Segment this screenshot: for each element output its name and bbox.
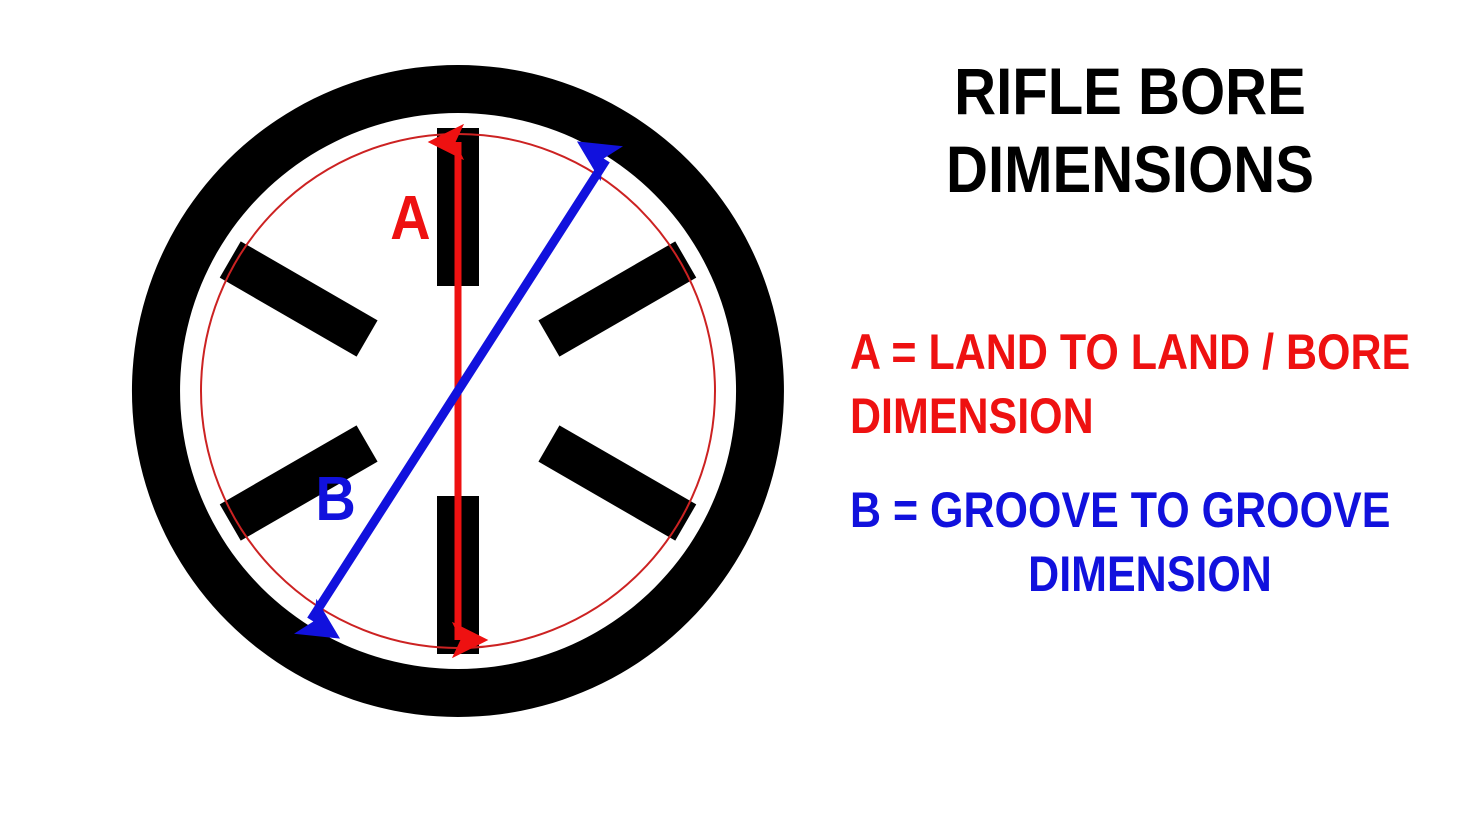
bore-cross-section-diagram: A B (131, 65, 784, 717)
title-line-2: DIMENSIONS (946, 132, 1314, 206)
text-panel: RIFLE BORE DIMENSIONS A = LAND TO LAND /… (820, 0, 1460, 821)
legend-a-line-2: DIMENSION (850, 388, 1094, 444)
legend-entry-b: B = GROOVE TO GROOVE DIMENSION (850, 478, 1450, 606)
legend-b-line-1: B = GROOVE TO GROOVE (850, 482, 1391, 538)
diagram-label-b: B (316, 465, 356, 533)
title-line-1: RIFLE BORE (954, 54, 1306, 128)
diagram-label-a: A (390, 184, 430, 252)
legend-entry-a: A = LAND TO LAND / BORE DIMENSION (850, 320, 1450, 448)
figure-title: RIFLE BORE DIMENSIONS (820, 52, 1440, 208)
legend-a-line-1: A = LAND TO LAND / BORE (850, 324, 1411, 380)
legend-b-line-2: DIMENSION (1028, 546, 1272, 602)
bore-cross-section-svg: A B (131, 65, 784, 717)
dimension-arrow-b (294, 141, 623, 639)
